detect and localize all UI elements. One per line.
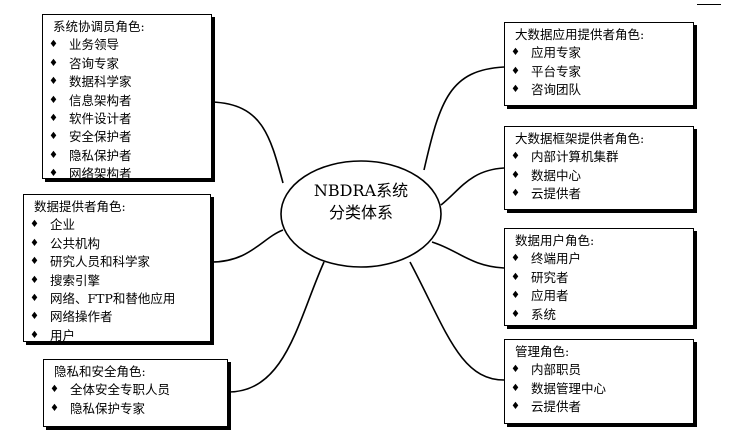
diamond-bullet-icon: ♦	[511, 253, 520, 265]
diamond-bullet-icon: ♦	[511, 271, 520, 283]
privacy-security-box: 隐私和安全角色: ♦全体安全专职人员 ♦隐私保护专家	[43, 359, 228, 427]
diamond-bullet-icon: ♦	[511, 151, 520, 163]
diamond-bullet-icon: ♦	[30, 219, 39, 231]
diamond-bullet-icon: ♦	[49, 76, 58, 88]
list-item: ♦信息架构者	[49, 92, 203, 110]
diamond-bullet-icon: ♦	[50, 402, 59, 414]
diamond-bullet-icon: ♦	[511, 364, 520, 376]
list-item: ♦终端用户	[511, 250, 685, 268]
connector-management	[409, 261, 505, 381]
connector-coordinator	[211, 101, 284, 184]
center-title-line1: NBDRA系统	[313, 181, 409, 200]
list-item: ♦内部计算机集群	[511, 148, 685, 166]
list-item: ♦企业	[30, 216, 202, 234]
list-item: ♦搜索引擎	[30, 272, 202, 290]
list-item: ♦用户	[30, 327, 202, 345]
box-title: 大数据应用提供者角色:	[515, 27, 645, 42]
diamond-bullet-icon: ♦	[511, 382, 520, 394]
diamond-bullet-icon: ♦	[511, 65, 520, 77]
connector-data-provider	[210, 229, 284, 263]
list-item: ♦内部职员	[511, 361, 685, 379]
diamond-bullet-icon: ♦	[511, 84, 520, 96]
center-label: NBDRA系统 分类体系	[281, 180, 441, 224]
diamond-bullet-icon: ♦	[30, 237, 39, 249]
list-item: ♦业务领导	[49, 36, 203, 54]
list-item: ♦应用专家	[511, 44, 685, 62]
diamond-bullet-icon: ♦	[511, 188, 520, 200]
list-item: ♦云提供者	[511, 398, 685, 416]
system-coordinator-box: 系统协调员角色: ♦业务领导 ♦咨询专家 ♦数据科学家 ♦信息架构者 ♦软件设计…	[42, 14, 212, 181]
box-title: 数据提供者角色:	[34, 199, 126, 214]
list-item: ♦数据科学家	[49, 73, 203, 91]
diamond-bullet-icon: ♦	[50, 384, 59, 396]
connector-app-provider	[423, 66, 505, 171]
list-item: ♦咨询团队	[511, 81, 685, 99]
list-item: ♦咨询专家	[49, 55, 203, 73]
box-title: 数据用户角色:	[515, 233, 595, 248]
diamond-bullet-icon: ♦	[49, 149, 58, 161]
list-item: ♦平台专家	[511, 63, 685, 81]
diamond-bullet-icon: ♦	[511, 290, 520, 302]
list-item: ♦隐私保护者	[49, 147, 203, 165]
list-item: ♦公共机构	[30, 235, 202, 253]
list-item: ♦网络操作者	[30, 308, 202, 326]
diamond-bullet-icon: ♦	[30, 293, 39, 305]
data-consumer-box: 数据用户角色: ♦终端用户 ♦研究者 ♦应用者 ♦系统	[504, 228, 694, 326]
diamond-bullet-icon: ♦	[30, 256, 39, 268]
box-title: 管理角色:	[515, 344, 570, 359]
list-item: ♦安全保护者	[49, 128, 203, 146]
list-item: ♦云提供者	[511, 185, 685, 203]
connector-framework-provider	[440, 167, 505, 206]
box-title: 隐私和安全角色:	[54, 364, 146, 379]
center-ellipse	[280, 160, 442, 268]
diamond-bullet-icon: ♦	[30, 311, 39, 323]
diamond-bullet-icon: ♦	[49, 94, 58, 106]
diamond-bullet-icon: ♦	[49, 168, 58, 180]
list-item: ♦系统	[511, 306, 685, 324]
list-item: ♦全体安全专职人员	[50, 381, 219, 399]
diamond-bullet-icon: ♦	[49, 113, 58, 125]
center-title-line2: 分类体系	[328, 203, 393, 222]
app-provider-box: 大数据应用提供者角色: ♦应用专家 ♦平台专家 ♦咨询团队	[504, 22, 694, 106]
list-item: ♦网络架构者	[49, 165, 203, 183]
diamond-bullet-icon: ♦	[511, 169, 520, 181]
list-item: ♦数据管理中心	[511, 380, 685, 398]
list-item: ♦数据中心	[511, 167, 685, 185]
list-item: ♦软件设计者	[49, 110, 203, 128]
diamond-bullet-icon: ♦	[49, 57, 58, 69]
diamond-bullet-icon: ♦	[49, 131, 58, 143]
list-item: ♦应用者	[511, 287, 685, 305]
connector-privacy-security	[227, 261, 325, 393]
connector-data-consumer	[431, 241, 505, 269]
diamond-bullet-icon: ♦	[30, 329, 39, 341]
diamond-bullet-icon: ♦	[511, 308, 520, 320]
corner-rule	[697, 0, 721, 5]
framework-provider-box: 大数据框架提供者角色: ♦内部计算机集群 ♦数据中心 ♦云提供者	[504, 126, 694, 210]
diamond-bullet-icon: ♦	[30, 274, 39, 286]
management-box: 管理角色: ♦内部职员 ♦数据管理中心 ♦云提供者	[504, 339, 694, 424]
box-title: 大数据框架提供者角色:	[515, 131, 645, 146]
list-item: ♦研究人员和科学家	[30, 253, 202, 271]
box-title: 系统协调员角色:	[53, 19, 145, 34]
diamond-bullet-icon: ♦	[511, 401, 520, 413]
data-provider-box: 数据提供者角色: ♦企业 ♦公共机构 ♦研究人员和科学家 ♦搜索引擎 ♦网络、F…	[23, 194, 211, 345]
diamond-bullet-icon: ♦	[511, 47, 520, 59]
list-item: ♦隐私保护专家	[50, 400, 219, 418]
list-item: ♦研究者	[511, 269, 685, 287]
list-item: ♦网络、FTP和替他应用	[30, 290, 202, 308]
diamond-bullet-icon: ♦	[49, 39, 58, 51]
